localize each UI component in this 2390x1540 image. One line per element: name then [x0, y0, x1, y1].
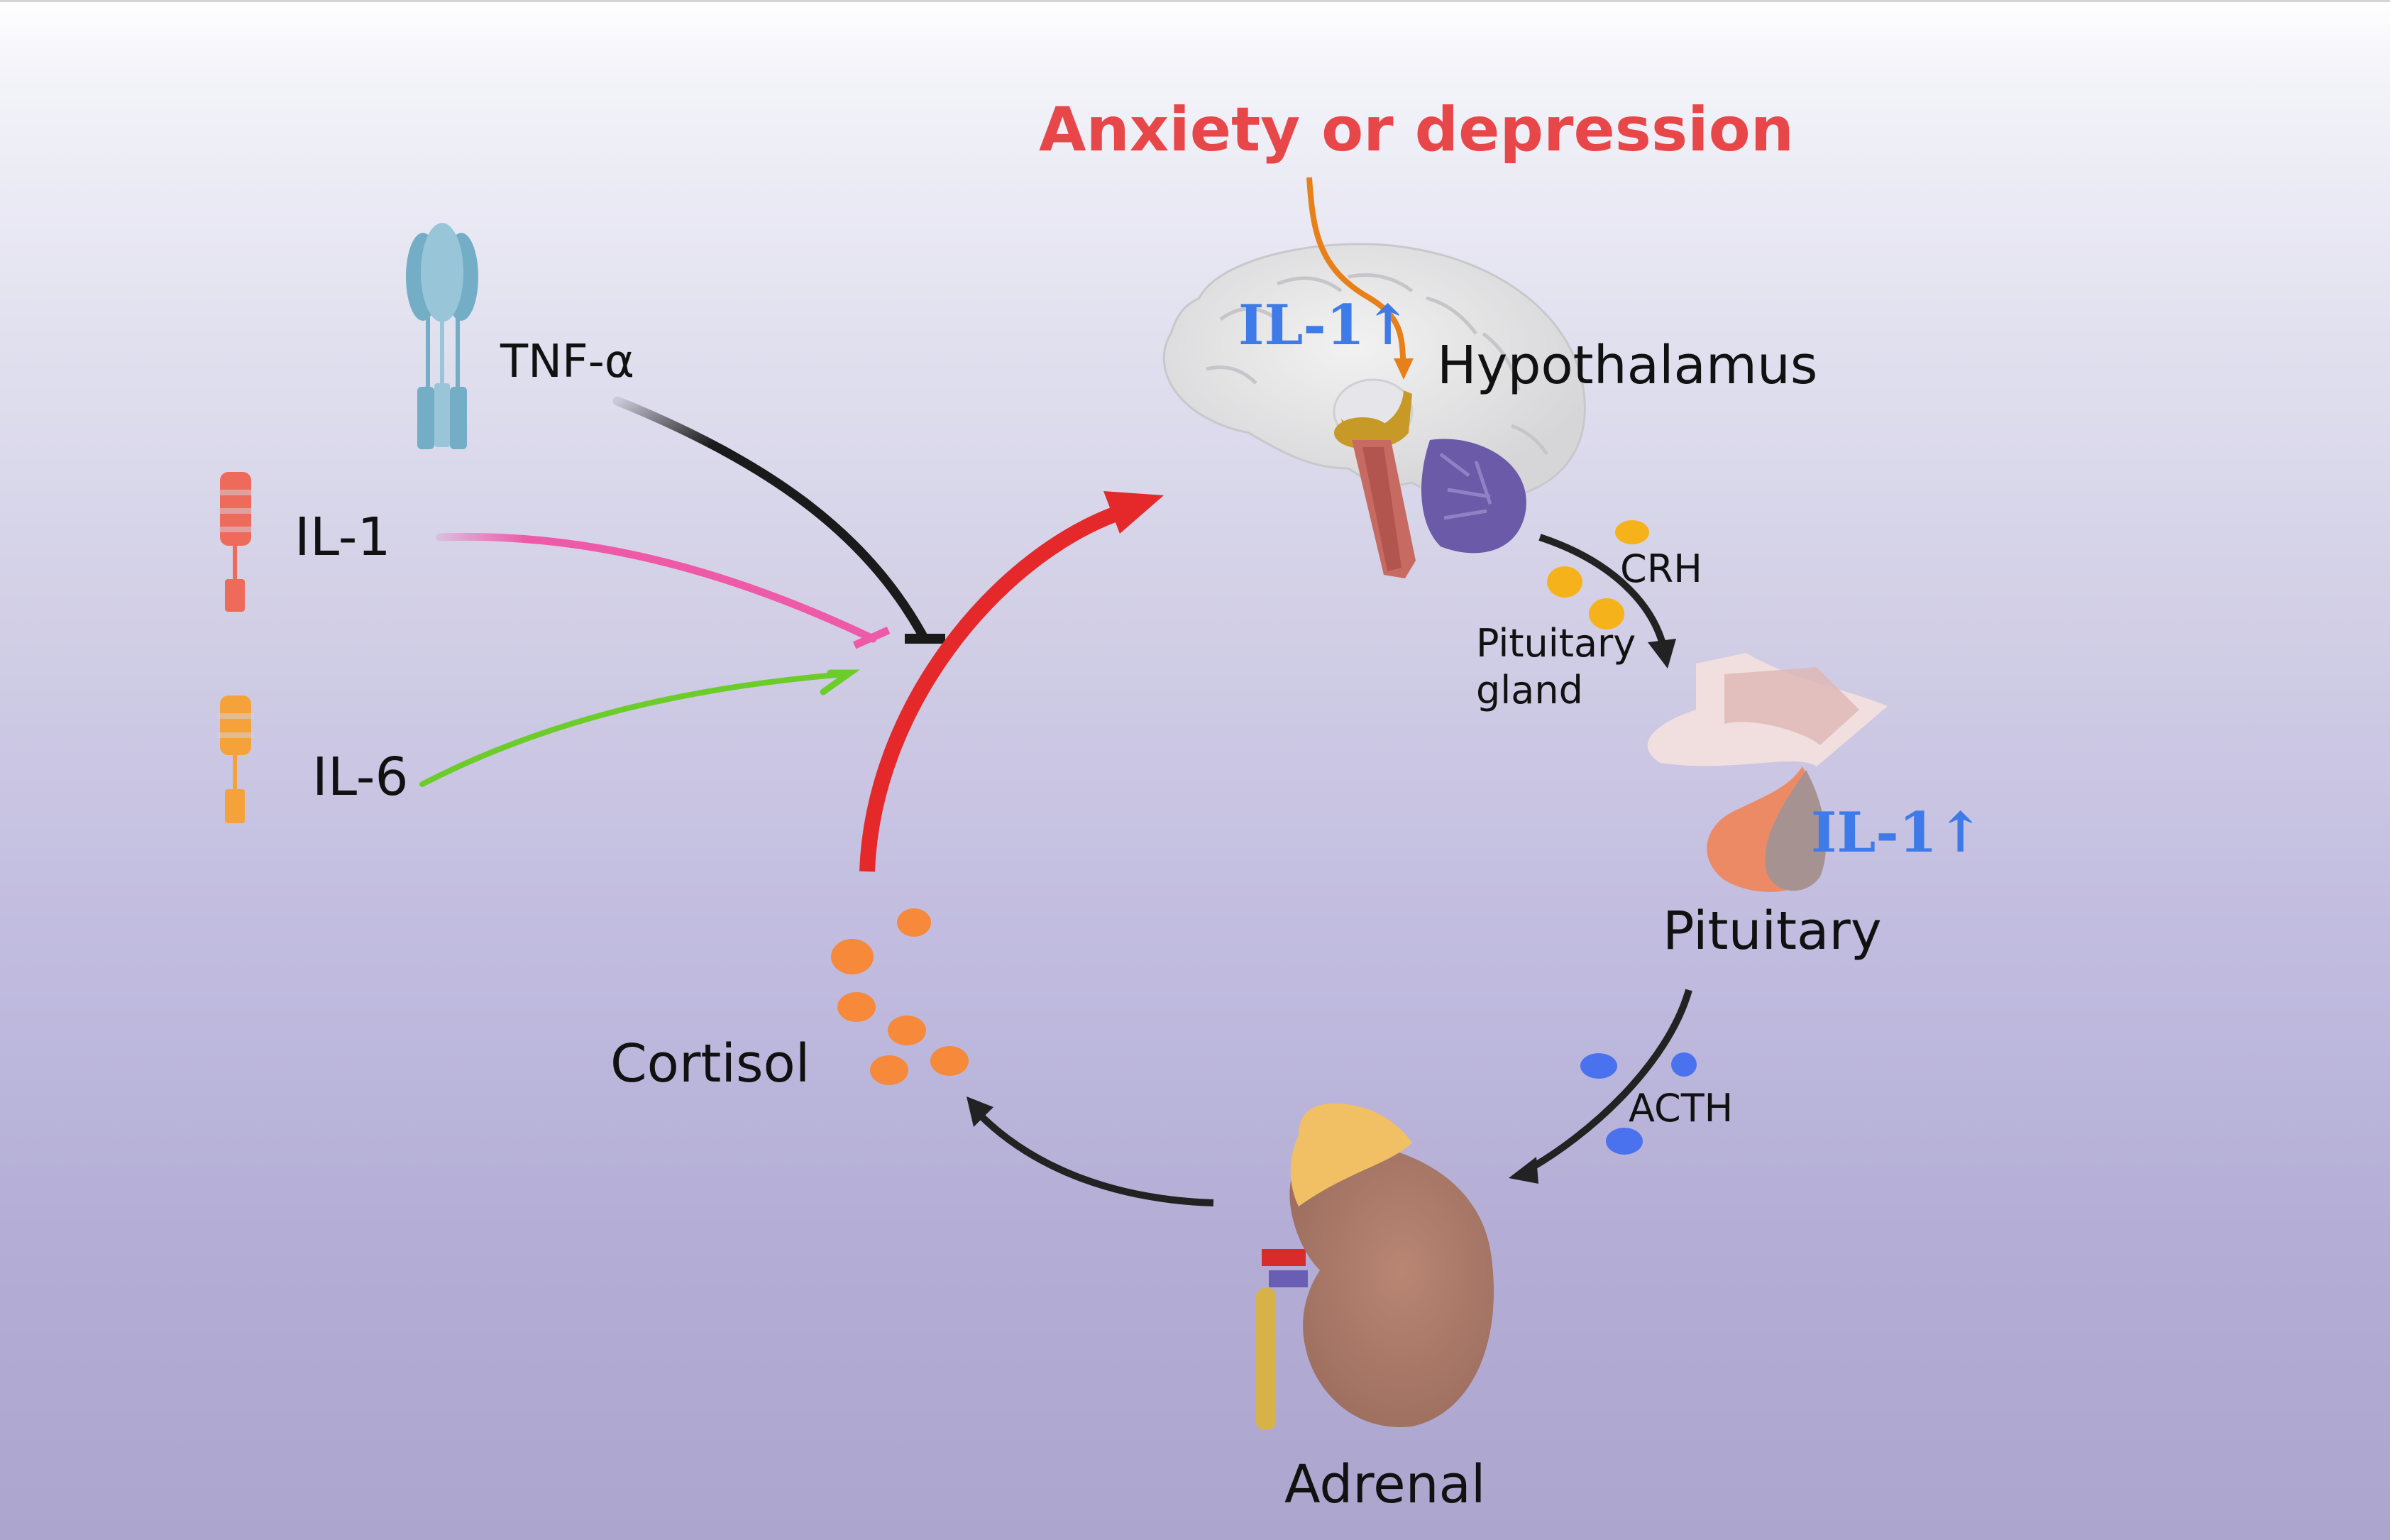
pituitary-gland-label-line1: Pituitary [1476, 621, 1636, 666]
pituitary-il1-increase-marker: IL-1↑ [1811, 801, 1984, 865]
stress-arrowhead [1394, 358, 1414, 380]
adrenal-kidney-illustration [1256, 1104, 1494, 1430]
hypothalamus-label: Hypothalamus [1437, 335, 1818, 396]
il1-inhibit-arrow [436, 532, 891, 649]
il1-receptor-icon [217, 472, 254, 612]
adrenal-label: Adrenal [1284, 1454, 1486, 1515]
pituitary-gland-label-line2: gland [1476, 668, 1583, 713]
cortisol-feedback-arrow [859, 491, 1164, 872]
il6-activate-arrow [419, 669, 861, 787]
diagram-title: Anxiety or depression [1039, 94, 1794, 165]
tnf-alpha-receptor-icon [406, 223, 478, 449]
cortisol-dots [831, 908, 969, 1085]
crh-arrowhead [1648, 639, 1676, 669]
acth-arrowhead [1509, 1157, 1538, 1184]
pituitary-label: Pituitary [1663, 901, 1882, 962]
pituitary-illustration [1647, 653, 1888, 892]
stress-arrow [1306, 177, 1406, 370]
brain-illustration [1162, 243, 1586, 578]
il6-label: IL-6 [312, 747, 409, 808]
tnf-alpha-label: TNF-α [500, 336, 635, 388]
hypothalamus-il1-increase-marker: IL-1↑ [1238, 293, 1411, 358]
adrenal-cortisol-arrowhead [967, 1096, 993, 1127]
adrenal-cortisol-arrow [976, 1111, 1214, 1206]
top-border [0, 0, 2390, 2]
tnf-alpha-inhibit-arrow [612, 396, 945, 644]
crh-dots [1547, 520, 1649, 629]
acth-label: ACTH [1629, 1086, 1734, 1131]
cortisol-label: Cortisol [610, 1033, 810, 1094]
acth-arrow [1524, 989, 1692, 1175]
il6-receptor-icon [217, 695, 254, 823]
il1-label: IL-1 [294, 507, 391, 568]
crh-label: CRH [1620, 546, 1702, 591]
acth-dots [1580, 1052, 1697, 1155]
crh-arrow [1538, 534, 1668, 651]
